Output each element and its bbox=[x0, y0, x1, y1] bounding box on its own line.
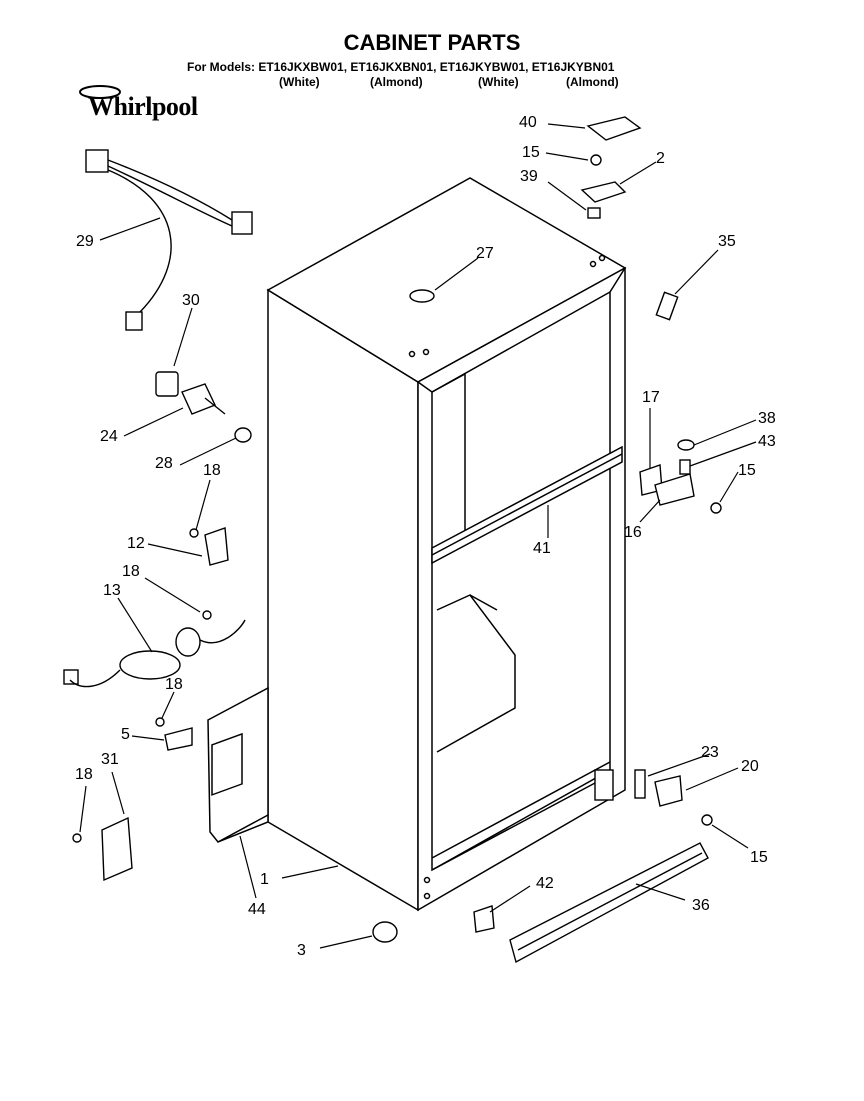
model-list: For Models: ET16JKXBW01, ET16JKXBN01, ET… bbox=[187, 60, 615, 74]
callout-label: 13 bbox=[103, 582, 121, 599]
callout-label: 15 bbox=[522, 144, 540, 161]
variant-label: (White) bbox=[279, 75, 320, 89]
small-parts bbox=[63, 116, 722, 964]
hinge-bracket-part bbox=[594, 769, 614, 801]
cover-part bbox=[101, 816, 133, 882]
screw-part bbox=[155, 717, 165, 727]
callout-label: 30 bbox=[182, 292, 200, 309]
variant-label: (White) bbox=[478, 75, 519, 89]
screw-part bbox=[590, 154, 602, 166]
shim-part bbox=[634, 769, 646, 799]
clip-part bbox=[473, 905, 495, 933]
center-hinge-part bbox=[654, 473, 695, 506]
clip-part bbox=[655, 291, 679, 321]
variant-label: (Almond) bbox=[566, 75, 619, 89]
screw-part bbox=[701, 814, 713, 826]
callout-label: 16 bbox=[624, 524, 642, 541]
callout-label: 36 bbox=[692, 897, 710, 914]
logo-swoosh bbox=[79, 85, 121, 99]
callout-label: 5 bbox=[121, 726, 130, 743]
screw-part bbox=[710, 502, 722, 514]
thermostat-part bbox=[181, 383, 216, 415]
cord-clip-part bbox=[164, 727, 193, 751]
variant-label: (Almond) bbox=[370, 75, 423, 89]
callout-label: 42 bbox=[536, 875, 554, 892]
callout-label: 29 bbox=[76, 233, 94, 250]
screw-part bbox=[72, 833, 82, 843]
leveler-part bbox=[372, 921, 398, 943]
callout-label: 27 bbox=[476, 245, 494, 262]
bracket-part bbox=[204, 527, 229, 566]
spacer-part bbox=[679, 459, 691, 475]
bushing-part bbox=[587, 207, 601, 219]
callout-label: 3 bbox=[297, 942, 306, 959]
nut-part bbox=[234, 427, 252, 443]
callout-label: 20 bbox=[741, 758, 759, 775]
hinge-cover-part bbox=[586, 116, 642, 141]
callout-label: 18 bbox=[203, 462, 221, 479]
callout-label: 18 bbox=[165, 676, 183, 693]
callout-label: 28 bbox=[155, 455, 173, 472]
callout-label: 2 bbox=[656, 150, 665, 167]
screw-part bbox=[202, 610, 212, 620]
callout-label: 43 bbox=[758, 433, 776, 450]
washer-part bbox=[677, 439, 695, 451]
power-cord-part bbox=[63, 619, 246, 688]
top-hinge-part bbox=[580, 181, 627, 203]
callout-label: 18 bbox=[122, 563, 140, 580]
grommet-part bbox=[155, 371, 179, 397]
callout-label: 24 bbox=[100, 428, 118, 445]
callout-label: 18 bbox=[75, 766, 93, 783]
callout-label: 1 bbox=[260, 871, 269, 888]
callout-label: 15 bbox=[750, 849, 768, 866]
callout-label: 12 bbox=[127, 535, 145, 552]
bottom-hinge-part bbox=[654, 775, 683, 807]
callout-label: 41 bbox=[533, 540, 551, 557]
callout-label: 38 bbox=[758, 410, 776, 427]
callout-label: 23 bbox=[701, 744, 719, 761]
callout-label: 35 bbox=[718, 233, 736, 250]
callout-label: 44 bbox=[248, 901, 266, 918]
callout-label: 17 bbox=[642, 389, 660, 406]
leader-lines bbox=[79, 123, 757, 949]
wire-harness-part bbox=[85, 149, 253, 331]
callout-label: 15 bbox=[738, 462, 756, 479]
screw-part bbox=[189, 528, 199, 538]
callout-label: 40 bbox=[519, 114, 537, 131]
plug-part bbox=[409, 289, 435, 303]
callout-label: 31 bbox=[101, 751, 119, 768]
callout-label: 39 bbox=[520, 168, 538, 185]
page-title: CABINET PARTS bbox=[343, 30, 521, 55]
refrigerator-cabinet bbox=[207, 177, 627, 912]
